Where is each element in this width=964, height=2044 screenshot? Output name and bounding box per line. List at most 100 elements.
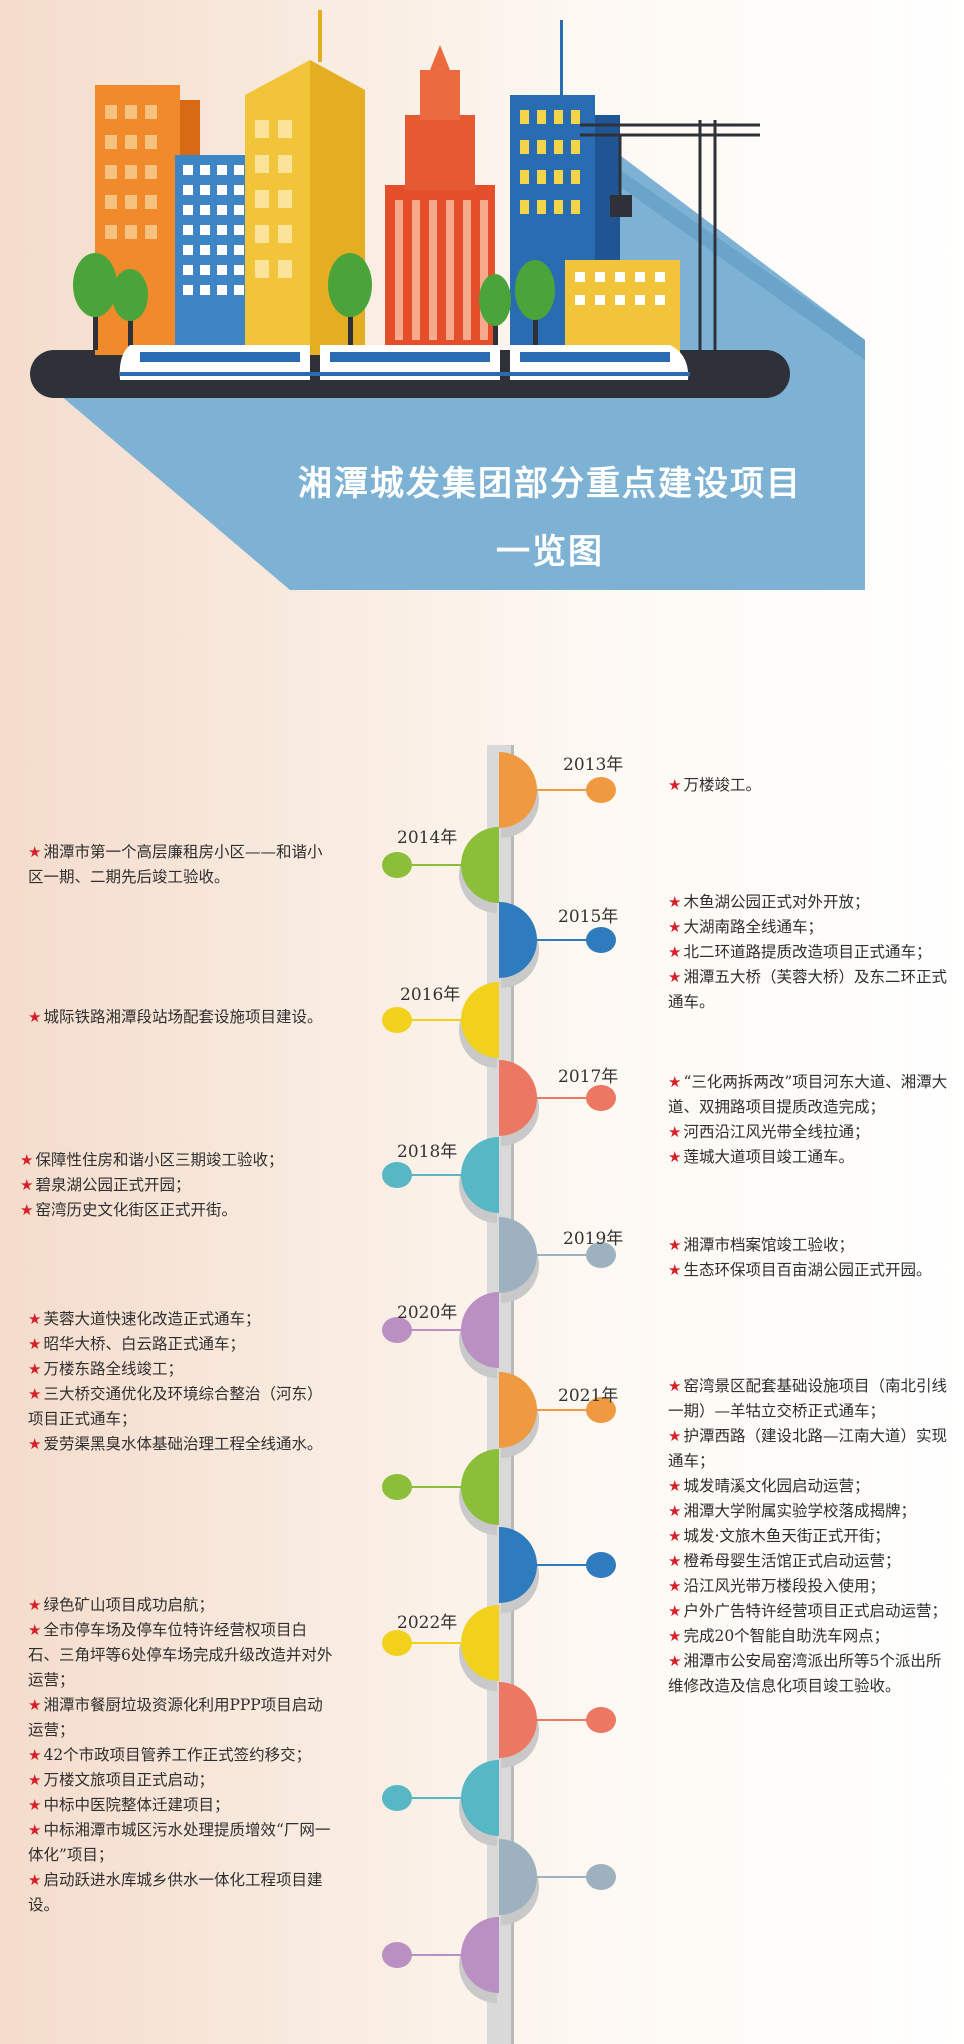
desc-2021: ★窑湾景区配套基础设施项目（南北引线一期）—羊牯立交桥正式通车；★护潭西路（建设… xyxy=(668,1374,948,1699)
timeline-node xyxy=(499,1682,616,1768)
project-text: 昭华大桥、白云路正式通车； xyxy=(43,1335,245,1353)
project-text: 三大桥交通优化及环境综合整治（河东）项目正式通车； xyxy=(28,1385,323,1428)
timeline-dot xyxy=(586,1085,616,1111)
timeline-dot xyxy=(586,927,616,953)
project-text: 碧泉湖公园正式开园； xyxy=(35,1176,191,1194)
timeline-node xyxy=(499,1060,616,1146)
star-icon: ★ xyxy=(668,1577,682,1595)
star-icon: ★ xyxy=(28,1335,42,1353)
timeline-node xyxy=(499,1372,616,1458)
project-item: ★中标中医院整体迁建项目； xyxy=(28,1793,333,1818)
desc-2015: ★木鱼湖公园正式对外开放；★大湖南路全线通车；★北二环道路提质改造项目正式通车；… xyxy=(668,890,948,1015)
star-icon: ★ xyxy=(28,1310,42,1328)
star-icon: ★ xyxy=(668,1477,682,1495)
project-item: ★户外广告特许经营项目正式启动运营； xyxy=(668,1599,948,1624)
star-icon: ★ xyxy=(28,1385,42,1403)
timeline-node xyxy=(382,1760,499,1846)
project-text: 保障性住房和谐小区三期竣工验收； xyxy=(35,1151,284,1169)
timeline-dot xyxy=(382,852,412,878)
project-text: 沿江风光带万楼段投入使用； xyxy=(683,1577,885,1595)
crane-icon xyxy=(580,120,760,355)
timeline-node xyxy=(382,1292,499,1378)
desc-2013: ★万楼竣工。 xyxy=(668,773,948,798)
timeline-dot xyxy=(382,1942,412,1968)
year-label-2013: 2013年 xyxy=(563,755,624,775)
project-text: 万楼东路全线竣工； xyxy=(43,1360,183,1378)
star-icon: ★ xyxy=(668,943,682,961)
timeline-dot xyxy=(382,1162,412,1188)
project-text: 河西沿江风光带全线拉通； xyxy=(683,1123,870,1141)
project-text: 木鱼湖公园正式对外开放； xyxy=(683,893,870,911)
project-text: 湘潭市第一个高层廉租房小区——和谐小区一期、二期先后竣工验收。 xyxy=(28,843,323,886)
star-icon: ★ xyxy=(28,1871,42,1889)
star-icon: ★ xyxy=(668,1427,682,1445)
project-text: 万楼竣工。 xyxy=(683,776,761,794)
year-label-2021: 2021年 xyxy=(558,1386,619,1406)
star-icon: ★ xyxy=(668,1377,682,1395)
project-item: ★木鱼湖公园正式对外开放； xyxy=(668,890,948,915)
city-illustration xyxy=(30,10,865,590)
desc-2019: ★湘潭市档案馆竣工验收；★生态环保项目百亩湖公园正式开园。 xyxy=(668,1233,948,1283)
project-text: 全市停车场及停车位特许经营权项目白石、三角坪等6处停车场完成升级改造并对外运营； xyxy=(28,1621,333,1689)
star-icon: ★ xyxy=(28,1435,42,1453)
star-icon: ★ xyxy=(28,1696,42,1714)
project-item: ★万楼文旅项目正式启动； xyxy=(28,1768,333,1793)
desc-2017: ★“三化两拆两改”项目河东大道、湘潭大道、双拥路项目提质改造完成；★ 河西沿江风光… xyxy=(668,1070,948,1170)
star-icon: ★ xyxy=(668,1552,682,1570)
timeline-node xyxy=(382,1449,499,1535)
project-text: 爱劳渠黑臭水体基础治理工程全线通水。 xyxy=(43,1435,323,1453)
star-icon: ★ xyxy=(28,1821,42,1839)
year-label-2022: 2022年 xyxy=(397,1613,458,1633)
project-item: ★橙希母婴生活馆正式启动运营； xyxy=(668,1549,948,1574)
project-item: ★保障性住房和谐小区三期竣工验收； xyxy=(20,1148,340,1173)
year-label-2016: 2016年 xyxy=(400,985,461,1005)
project-text: 湘潭五大桥（芙蓉大桥）及东二环正式通车。 xyxy=(668,968,947,1011)
star-icon: ★ xyxy=(20,1176,34,1194)
desc-2016: ★城际铁路湘潭段站场配套设施项目建设。 xyxy=(28,1005,328,1030)
project-text: 莲城大道项目竣工通车。 xyxy=(683,1148,854,1166)
project-text: “三化两拆两改”项目河东大道、湘潭大道、双拥路项目提质改造完成； xyxy=(668,1073,948,1116)
project-item: ★莲城大道项目竣工通车。 xyxy=(668,1145,948,1170)
timeline-dot xyxy=(382,1317,412,1343)
timeline-dot xyxy=(382,1630,412,1656)
project-text: 42个市政项目管养工作正式签约移交； xyxy=(43,1746,312,1764)
project-item: ★湘潭市档案馆竣工验收； xyxy=(668,1233,948,1258)
timeline-node xyxy=(499,1217,616,1303)
project-item: ★湘潭市第一个高层廉租房小区——和谐小区一期、二期先后竣工验收。 xyxy=(28,840,333,890)
project-item: ★湘潭市餐厨垃圾资源化利用PPP项目启动运营； xyxy=(28,1693,333,1743)
project-text: 城发晴溪文化园启动运营； xyxy=(683,1477,870,1495)
star-icon: ★ xyxy=(668,1602,682,1620)
project-item: ★城发晴溪文化园启动运营； xyxy=(668,1474,948,1499)
project-item: ★启动跃进水库城乡供水一体化工程项目建设。 xyxy=(28,1868,333,1918)
project-text: 湘潭市公安局窑湾派出所等5个派出所维修改造及信息化项目竣工验收。 xyxy=(668,1652,942,1695)
project-item: ★绿色矿山项目成功启航； xyxy=(28,1593,333,1618)
page-subtitle: 一览图 xyxy=(496,532,604,572)
star-icon: ★ xyxy=(668,918,682,936)
star-icon: ★ xyxy=(668,968,682,986)
project-item: ★沿江风光带万楼段投入使用； xyxy=(668,1574,948,1599)
project-item: ★大湖南路全线通车； xyxy=(668,915,948,940)
timeline-dot xyxy=(586,777,616,803)
project-text: 窑湾景区配套基础设施项目（南北引线一期）—羊牯立交桥正式通车； xyxy=(668,1377,947,1420)
project-item: ★北二环道路提质改造项目正式通车； xyxy=(668,940,948,965)
star-icon: ★ xyxy=(668,1261,682,1279)
star-icon: ★ xyxy=(668,1236,682,1254)
star-icon: ★ xyxy=(668,1073,682,1091)
project-item: ★湘潭大学附属实验学校落成揭牌； xyxy=(668,1499,948,1524)
star-icon: ★ xyxy=(28,1746,42,1764)
project-item: ★“三化两拆两改”项目河东大道、湘潭大道、双拥路项目提质改造完成； xyxy=(668,1070,948,1120)
project-item: ★全市停车场及停车位特许经营权项目白石、三角坪等6处停车场完成升级改造并对外运营… xyxy=(28,1618,333,1693)
project-text: 启动跃进水库城乡供水一体化工程项目建设。 xyxy=(28,1871,323,1914)
project-item: ★昭华大桥、白云路正式通车； xyxy=(28,1332,333,1357)
timeline-node xyxy=(499,1527,616,1613)
star-icon: ★ xyxy=(668,1627,682,1645)
project-text: 窑湾历史文化街区正式开街。 xyxy=(35,1201,237,1219)
tree-icon xyxy=(73,253,555,350)
project-text: 湘潭市餐厨垃圾资源化利用PPP项目启动运营； xyxy=(28,1696,323,1739)
year-label-2019: 2019年 xyxy=(563,1229,624,1249)
star-icon: ★ xyxy=(28,1008,42,1026)
year-label-2018: 2018年 xyxy=(397,1142,458,1162)
timeline-node xyxy=(382,1137,499,1223)
timeline-node xyxy=(499,752,616,838)
